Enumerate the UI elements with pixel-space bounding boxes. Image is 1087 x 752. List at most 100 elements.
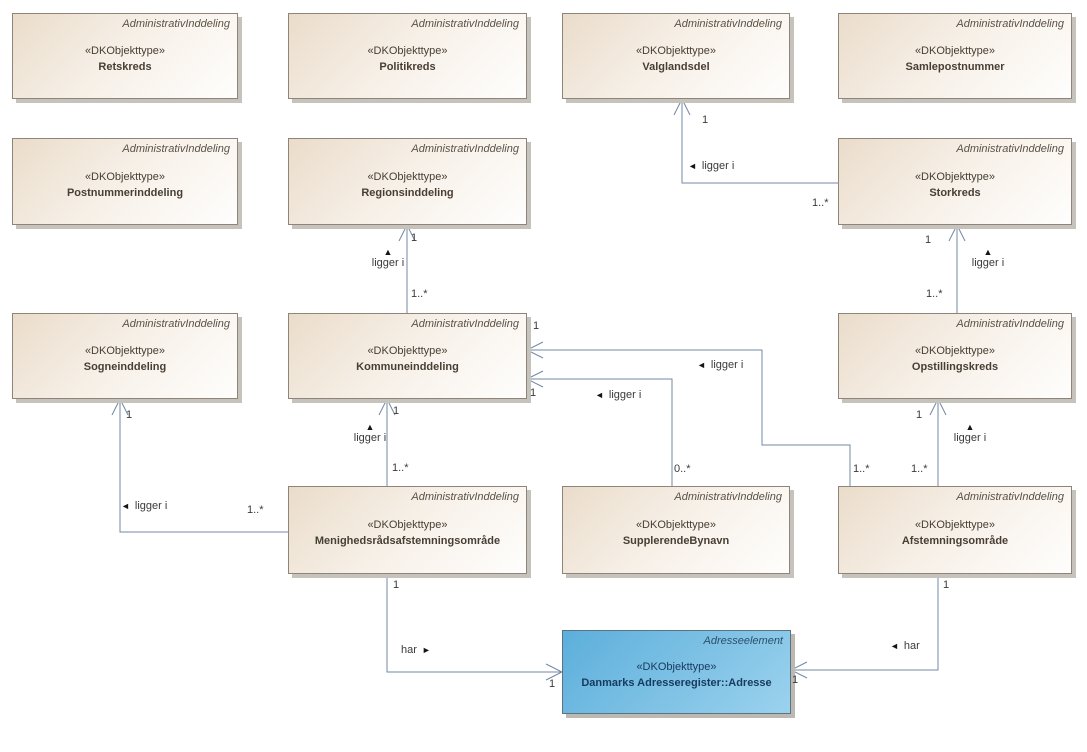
class-name: Danmarks Adresseregister::Adresse	[581, 677, 772, 689]
class-stereotype: «DKObjekttype»	[367, 45, 448, 57]
association-label-text: ligger i	[701, 160, 735, 172]
association-label-text: har	[401, 644, 417, 656]
class-valglandsdel: AdministrativInddeling «DKObjekttype» Va…	[562, 13, 790, 99]
direction-left-icon: ◄	[890, 641, 899, 651]
multiplicity: 1..*	[853, 463, 870, 475]
class-header: AdministrativInddeling	[411, 318, 519, 330]
class-header: AdministrativInddeling	[411, 491, 519, 503]
class-header: Adresseelement	[703, 635, 784, 647]
class-stereotype: «DKObjekttype»	[914, 170, 996, 183]
multiplicity: 1	[530, 387, 537, 399]
connector-afstemningsomraade-kommuneinddeling	[525, 341, 851, 486]
association-label: ◄ligger i	[121, 500, 167, 512]
class-name: SupplerendeBynavn	[622, 535, 730, 547]
class-header: AdministrativInddeling	[122, 318, 230, 330]
association-label: ◄ ligger i	[697, 359, 743, 371]
class-regionsinddeling: AdministrativInddeling «DKObjekttype» Re…	[288, 138, 527, 225]
connector-afstemningsomraade-adresse	[789, 574, 939, 679]
class-name: Menighedsrådsafstemningsområde	[314, 535, 501, 547]
multiplicity: 1	[393, 579, 400, 591]
association-label: ▲ ligger i	[962, 248, 1014, 270]
association-label-text: ligger i	[371, 257, 405, 269]
class-afstemningsomraade: AdministrativInddeling «DKObjekttype» Af…	[838, 486, 1072, 574]
multiplicity: 1..*	[911, 463, 928, 475]
association-label-text: ligger i	[971, 257, 1005, 269]
association-label: ◄har	[890, 640, 920, 652]
class-header: AdministrativInddeling	[411, 143, 519, 155]
class-kommuneinddeling: AdministrativInddeling «DKObjekttype» Ko…	[288, 313, 527, 399]
multiplicity: 1..*	[812, 197, 829, 209]
class-postnummerinddeling: AdministrativInddeling «DKObjekttype» Po…	[12, 138, 238, 225]
class-stereotype: «DKObjekttype»	[367, 345, 448, 357]
class-opstillingskreds: AdministrativInddeling «DKObjekttype» Op…	[838, 313, 1072, 399]
connector-menighedsraad-sogneinddeling	[111, 397, 288, 533]
association-label-text: ligger i	[353, 432, 387, 444]
class-stereotype: «DKObjekttype»	[914, 345, 996, 357]
class-stereotype: «DKObjekttype»	[84, 45, 166, 57]
direction-up-icon: ▲	[965, 422, 975, 432]
class-stereotype: «DKObjekttype»	[635, 45, 717, 57]
class-name: Sogneinddeling	[83, 361, 167, 373]
class-stereotype: «DKObjekttype»	[914, 45, 996, 57]
connector-storkreds-valglandsdel	[673, 97, 838, 184]
class-samlepostnummer: AdministrativInddeling «DKObjekttype» Sa…	[838, 13, 1072, 99]
class-name: Samlepostnummer	[905, 61, 1005, 73]
class-name: Afstemningsområde	[901, 535, 1009, 547]
class-menighedsraadsafstemningsomraade: AdministrativInddeling «DKObjekttype» Me…	[288, 486, 527, 574]
connector-menighedsraad-kommuneinddeling	[378, 397, 396, 486]
direction-left-icon: ◄	[697, 360, 706, 370]
class-name: Opstillingskreds	[911, 361, 999, 373]
association-label: ▲ ligger i	[344, 423, 396, 445]
multiplicity: 0..*	[674, 463, 691, 475]
class-stereotype: «DKObjekttype»	[914, 519, 996, 531]
multiplicity: 1	[411, 232, 418, 244]
class-stereotype: «DKObjekttype»	[367, 170, 448, 183]
connector-afstemningsomraade-opstillingskreds	[929, 397, 947, 486]
class-header: AdministrativInddeling	[122, 143, 230, 155]
association-label-text: ligger i	[710, 359, 744, 371]
multiplicity: 1	[393, 405, 400, 417]
association-label-text: ligger i	[608, 389, 642, 401]
multiplicity: 1	[702, 114, 709, 126]
class-header: AdministrativInddeling	[674, 491, 782, 503]
association-label: ◄ligger i	[688, 160, 734, 172]
association-label: har ►	[401, 644, 431, 656]
class-header: AdministrativInddeling	[956, 491, 1064, 503]
association-label-text: ligger i	[953, 432, 987, 444]
class-name: Politikreds	[379, 61, 436, 73]
multiplicity: 1	[549, 678, 556, 690]
class-stereotype: «DKObjekttype»	[84, 345, 166, 357]
class-header: AdministrativInddeling	[122, 18, 230, 30]
class-name: Regionsinddeling	[361, 186, 454, 199]
direction-right-icon: ►	[421, 645, 431, 655]
direction-left-icon: ◄	[595, 390, 604, 400]
connector-supplerendebynavn-kommuneinddeling	[525, 370, 673, 486]
connector-opstillingskreds-storkreds	[948, 223, 966, 313]
class-storkreds: AdministrativInddeling «DKObjekttype» St…	[838, 138, 1072, 225]
class-stereotype: «DKObjekttype»	[367, 519, 448, 531]
direction-up-icon: ▲	[365, 422, 375, 432]
multiplicity: 1	[533, 320, 540, 332]
class-header: AdministrativInddeling	[956, 18, 1064, 30]
association-label: ▲ ligger i	[944, 423, 996, 445]
association-label: ◄ ligger i	[595, 389, 641, 401]
connector-kommuneinddeling-regionsinddeling	[398, 223, 416, 313]
direction-up-icon: ▲	[983, 247, 993, 257]
class-header: AdministrativInddeling	[411, 18, 519, 30]
class-header: AdministrativInddeling	[674, 18, 782, 30]
class-header: AdministrativInddeling	[956, 318, 1064, 330]
class-danmarks-adresseregister-adresse: Adresseelement «DKObjekttype» Danmarks A…	[562, 630, 791, 714]
multiplicity: 1	[126, 409, 133, 421]
class-retskreds: AdministrativInddeling «DKObjekttype» Re…	[12, 13, 238, 99]
multiplicity: 1..*	[247, 504, 264, 516]
multiplicity: 1	[943, 579, 950, 591]
class-name: Storkreds	[929, 186, 981, 199]
class-sogneinddeling: AdministrativInddeling «DKObjekttype» So…	[12, 313, 238, 399]
class-header: AdministrativInddeling	[956, 143, 1064, 155]
class-name: Valglandsdel	[642, 61, 710, 73]
class-name: Retskreds	[98, 61, 152, 73]
multiplicity: 1	[792, 674, 799, 686]
multiplicity: 1..*	[926, 288, 943, 300]
